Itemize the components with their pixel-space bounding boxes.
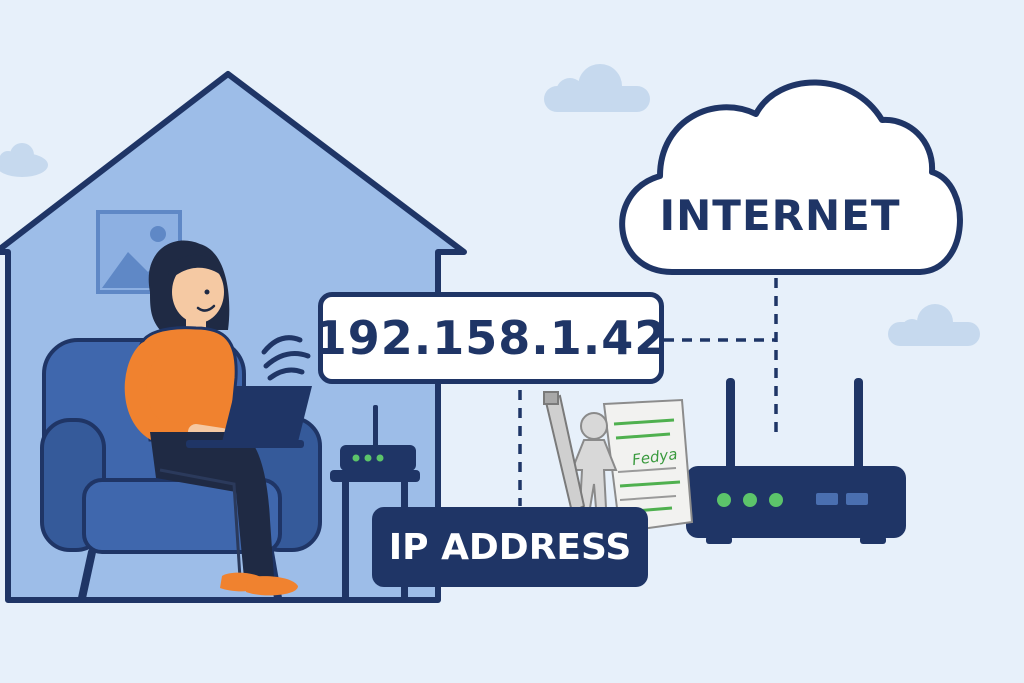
ip-address-value: 192.158.1.42 <box>314 311 668 365</box>
person-icon <box>124 240 298 596</box>
stick-figure-icon <box>570 412 618 509</box>
ip-address-box: 192.158.1.42 <box>315 292 666 384</box>
laptop-icon <box>186 386 312 448</box>
router-icon <box>686 378 906 544</box>
decor-cloud-left <box>0 143 48 177</box>
internet-label: INTERNET <box>659 190 901 240</box>
wifi-icon <box>261 335 311 381</box>
ip-address-label: IP ADDRESS <box>372 507 648 587</box>
decor-cloud-right <box>888 304 980 346</box>
ip-address-label-text: IP ADDRESS <box>388 526 632 568</box>
connector-lines <box>518 278 778 506</box>
router-small-icon <box>340 405 416 471</box>
decor-cloud-top <box>544 64 650 112</box>
cloud-icon <box>619 79 963 275</box>
